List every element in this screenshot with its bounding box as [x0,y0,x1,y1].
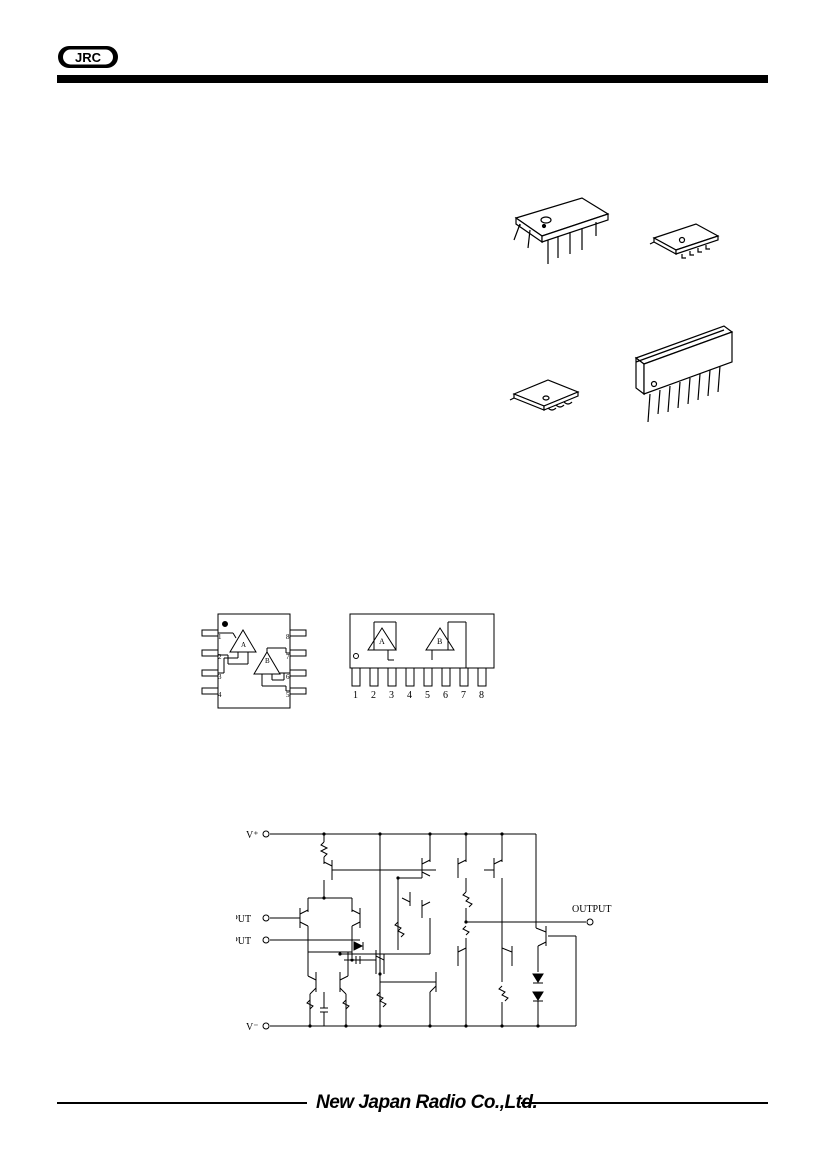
sip-pins [351,667,487,687]
sip-pin-2: 2 [371,690,376,701]
package-dip8-image [513,197,610,264]
sip-pin-8: 8 [479,690,484,701]
sip-pin-4: 4 [407,690,412,701]
footer-rule-left [57,1102,307,1104]
sip-pin-6: 6 [443,690,448,701]
sip-pin-5: 5 [425,690,430,701]
company-name: New Japan Radio Co.,Ltd. [316,1092,538,1113]
jrc-logo: JRC [58,46,118,68]
dip-pin-6: 6 [286,673,290,681]
logo-text: JRC [75,50,102,65]
package-dmp8-image [649,223,720,259]
package-sip8-image [634,325,734,423]
footer-rule-right [521,1102,768,1104]
pinout-dip-diagram: 1 2 3 4 8 7 6 5 A B [201,613,307,709]
pinout-sip-diagram: A B 1 2 3 4 5 6 7 8 [349,613,495,701]
equivalent-circuit-schematic: V⁺ V⁻ −INPUT +INPUT OUTPUT [236,830,611,1033]
dip-amp-a-label: A [241,641,246,649]
package-vsp8-image [509,379,580,411]
dip-pin-4: 4 [218,691,222,699]
sip-pin-1: 1 [353,690,358,701]
dip-pin-2: 2 [218,653,222,661]
dip-pin-8: 8 [286,633,290,641]
sip-pin-3: 3 [389,690,394,701]
sip-amp-b-label: B [437,637,442,646]
output-label: OUTPUT [572,904,611,915]
dip-amp-b-label: B [265,657,270,665]
sip-amp-a-label: A [379,637,385,646]
plus-input-label: +INPUT [236,936,251,947]
dip-pin-5: 5 [286,691,290,699]
header-rule [57,75,768,83]
dip-pin-3: 3 [218,673,222,681]
dip-pin-1: 1 [218,633,222,641]
sip-pin-7: 7 [461,690,466,701]
minus-input-label: −INPUT [236,914,251,925]
vminus-label: V⁻ [246,1022,259,1033]
dip-pin-7: 7 [286,653,290,661]
vplus-label: V⁺ [246,830,259,841]
